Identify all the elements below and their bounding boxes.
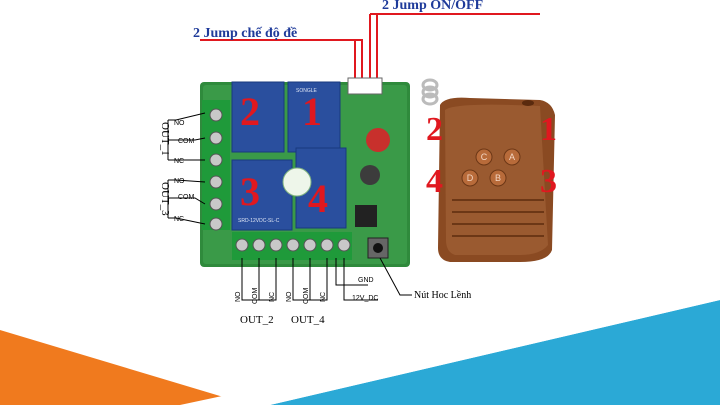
relay-1 <box>287 81 341 153</box>
out3-no-label: NO <box>174 178 185 185</box>
remote-number-3: 3 <box>540 163 557 200</box>
out1-no-label: NO <box>174 120 185 127</box>
out1-label: OUT_1 <box>159 122 171 156</box>
out4-label: OUT_4 <box>291 314 325 326</box>
relay-model: SRD-12VDC-SL-C <box>238 218 280 224</box>
out1-com-label: COM <box>178 138 195 145</box>
remote-led <box>522 100 534 106</box>
relay-number-1: 1 <box>302 89 322 134</box>
capacitor <box>360 165 380 185</box>
remote-number-1: 1 <box>540 111 557 148</box>
remote-letter-c: C <box>481 152 488 162</box>
out4-no-label: NO <box>286 291 293 302</box>
jump-annotation-lines <box>200 13 540 78</box>
remote-button-b[interactable] <box>489 169 507 187</box>
gnd-label: GND <box>358 277 374 284</box>
jump-onoff-label: 2 Jump ON/OFF <box>382 0 483 13</box>
remote-ribs <box>452 199 544 237</box>
bottom-terminal-screws <box>235 238 351 252</box>
chip <box>355 205 377 227</box>
jump-mode-label: 2 Jump chế độ đề <box>193 26 297 41</box>
relay-brand: SONGLE <box>296 88 318 94</box>
remote-control <box>438 97 555 263</box>
out4-com-label: COM <box>303 288 310 305</box>
power-label: 12V_DC <box>352 295 378 302</box>
footer-orange-band <box>0 330 250 405</box>
out2-label: OUT_2 <box>240 314 274 326</box>
relay-number-labels: 2 1 3 4 <box>240 89 328 221</box>
capacitor-2 <box>366 128 390 152</box>
remote-number-2: 2 <box>426 111 443 148</box>
bottom-contact-labels: NO COM NC NO COM NC <box>235 288 327 305</box>
learn-button-label: Nút Hoc Lềnh <box>414 290 471 301</box>
jumper-pins <box>347 77 383 95</box>
remote-letter-b: B <box>495 173 501 183</box>
learn-button-cap <box>373 243 383 253</box>
remote-button-a[interactable] <box>503 148 521 166</box>
remote-number-labels: 2 1 4 3 <box>426 111 557 200</box>
out3-com-label: COM <box>178 194 195 201</box>
remote-button-d[interactable] <box>461 169 479 187</box>
left-contact-labels: NO COM NC NO COM NC <box>174 120 195 223</box>
output-bracket-lines <box>167 112 412 301</box>
out1-nc-label: NC <box>174 158 184 165</box>
out3-nc-label: NC <box>174 216 184 223</box>
qc-sticker <box>282 167 312 197</box>
out4-nc-label: NC <box>320 292 327 302</box>
relay-3 <box>231 159 293 231</box>
antenna-coil <box>421 78 439 106</box>
remote-letter-a: A <box>509 152 515 162</box>
relay-number-3: 3 <box>240 169 260 214</box>
out2-no-label: NO <box>235 291 242 302</box>
out2-com-label: COM <box>252 288 259 305</box>
relay-model-text: SONGLE SRD-12VDC-SL-C <box>238 88 318 224</box>
left-terminal-screws <box>209 108 223 231</box>
remote-button-c[interactable] <box>475 148 493 166</box>
remote-number-4: 4 <box>426 163 443 200</box>
pcb-board <box>200 77 439 267</box>
out2-nc-label: NC <box>269 292 276 302</box>
remote-letter-d: D <box>467 173 474 183</box>
remote-letter-labels: C A D B <box>467 152 515 183</box>
footer-white-strip <box>180 290 720 405</box>
relay-2 <box>231 81 285 153</box>
out3-label: OUT_3 <box>159 182 171 216</box>
relay-number-2: 2 <box>240 89 260 134</box>
relay-number-4: 4 <box>308 176 328 221</box>
